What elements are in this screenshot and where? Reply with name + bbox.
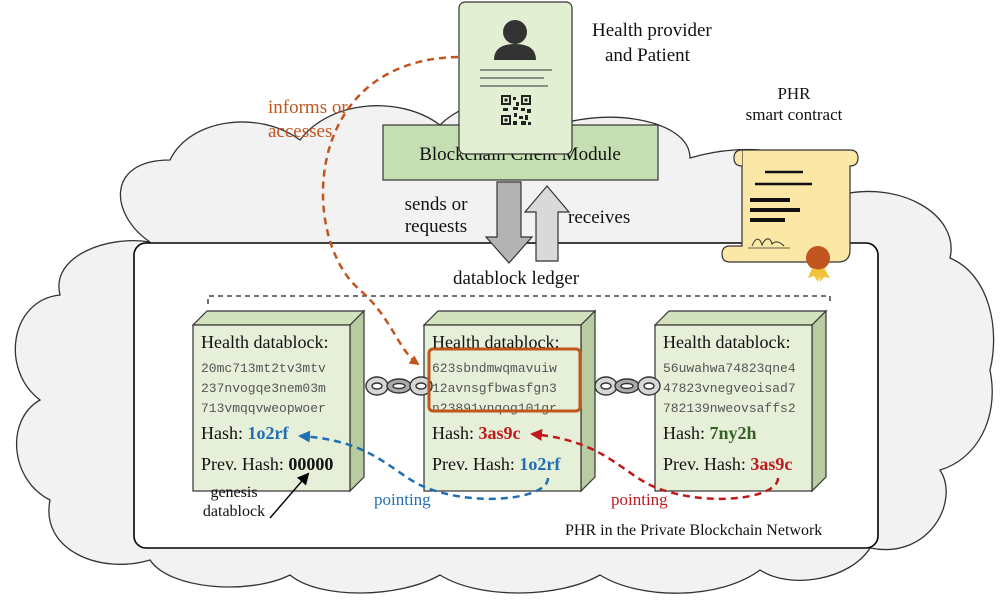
datablock-data-line: 20mc713mt2tv3mtv	[201, 361, 326, 376]
actor-label-line1: Health provider	[592, 20, 712, 41]
datablock-data-line: 713vmqqvweopwoer	[201, 401, 326, 416]
person-id-card-icon	[458, 1, 573, 155]
prev-hash-label: Prev. Hash: 00000	[201, 454, 333, 474]
datablock-front-face	[423, 324, 582, 492]
datablock-top-face	[422, 310, 597, 326]
receives-arrow	[523, 185, 571, 262]
datablock-data-line: 12avnsgfbwasfgn3	[432, 381, 557, 396]
datablock-data-line: 56uwahwa74823qne4	[663, 361, 796, 376]
datablock-front-face	[654, 324, 813, 492]
scroll-certificate-icon[interactable]	[721, 149, 859, 282]
prev-hash-value: 3as9c	[750, 454, 792, 474]
contract-label-line1: PHR	[777, 84, 811, 103]
prev-hash-label: Prev. Hash: 1o2rf	[432, 454, 561, 474]
network-label: PHR in the Private Blockchain Network	[565, 522, 822, 539]
informs-arrow	[321, 55, 459, 366]
hash-value: 3as9c	[479, 423, 521, 443]
informs-label-line2: accesses	[268, 121, 332, 142]
hash-label: Hash: 7ny2h	[663, 423, 757, 443]
chain-link-2	[594, 376, 661, 396]
sends-arrow	[484, 181, 534, 264]
sends-label-line1: sends or	[405, 194, 468, 215]
datablock-data-line: 782139nweovsaffs2	[663, 401, 796, 416]
pointing-left-label: pointing	[374, 490, 431, 509]
genesis-label-line2: datablock	[203, 503, 265, 520]
datablock-title: Health datablock:	[432, 332, 559, 352]
datablock-3[interactable]: Health datablock: 56uwahwa74823qne4 47823v…	[653, 309, 828, 493]
datablock-data-line: 237nvogqe3nem03m	[201, 381, 326, 396]
informs-label-line1: informs or	[268, 97, 348, 118]
ledger-label: datablock ledger	[453, 268, 580, 289]
hash-label: Hash: 1o2rf	[201, 423, 289, 443]
prev-hash-value: 1o2rf	[519, 454, 561, 474]
datablock-side-face	[811, 309, 827, 493]
sends-label-line2: requests	[405, 216, 467, 237]
datablock-title: Health datablock:	[663, 332, 790, 352]
genesis-arrow	[269, 472, 310, 519]
datablock-side-face	[580, 309, 596, 493]
datablock-data-line: n23891vnqog101gr	[432, 401, 557, 416]
hash-label: Hash: 3as9c	[432, 423, 521, 443]
datablock-top-face	[653, 310, 828, 326]
genesis-label-line1: genesis	[210, 484, 257, 501]
chain-link-1	[365, 376, 433, 396]
pointing-arrow-left	[298, 430, 550, 500]
actor-label-line2: and Patient	[605, 45, 691, 66]
datablock-top-face	[191, 310, 366, 326]
hash-value: 1o2rf	[248, 423, 290, 443]
datablock-2[interactable]: Health datablock: 623sbndmwqmavuiw 12avnsg…	[422, 309, 597, 493]
datablock-front-face	[192, 324, 351, 492]
contract-label-line2: smart contract	[746, 105, 843, 124]
hash-value: 7ny2h	[710, 423, 757, 443]
pointing-right-label: pointing	[611, 490, 668, 509]
datablock-data-line: 623sbndmwqmavuiw	[432, 361, 557, 376]
pointing-arrow-right	[530, 428, 780, 500]
datablock-1[interactable]: Health datablock: 20mc713mt2tv3mtv 237nvog…	[191, 309, 366, 493]
datablock-side-face	[349, 309, 365, 493]
receives-label: receives	[568, 207, 630, 228]
datablock-title: Health datablock:	[201, 332, 328, 352]
datablock-data-line: 47823vnegveoisad7	[663, 381, 796, 396]
data-highlight	[427, 347, 582, 413]
ledger-brace	[207, 295, 831, 304]
prev-hash-value: 00000	[288, 454, 333, 474]
prev-hash-label: Prev. Hash: 3as9c	[663, 454, 792, 474]
